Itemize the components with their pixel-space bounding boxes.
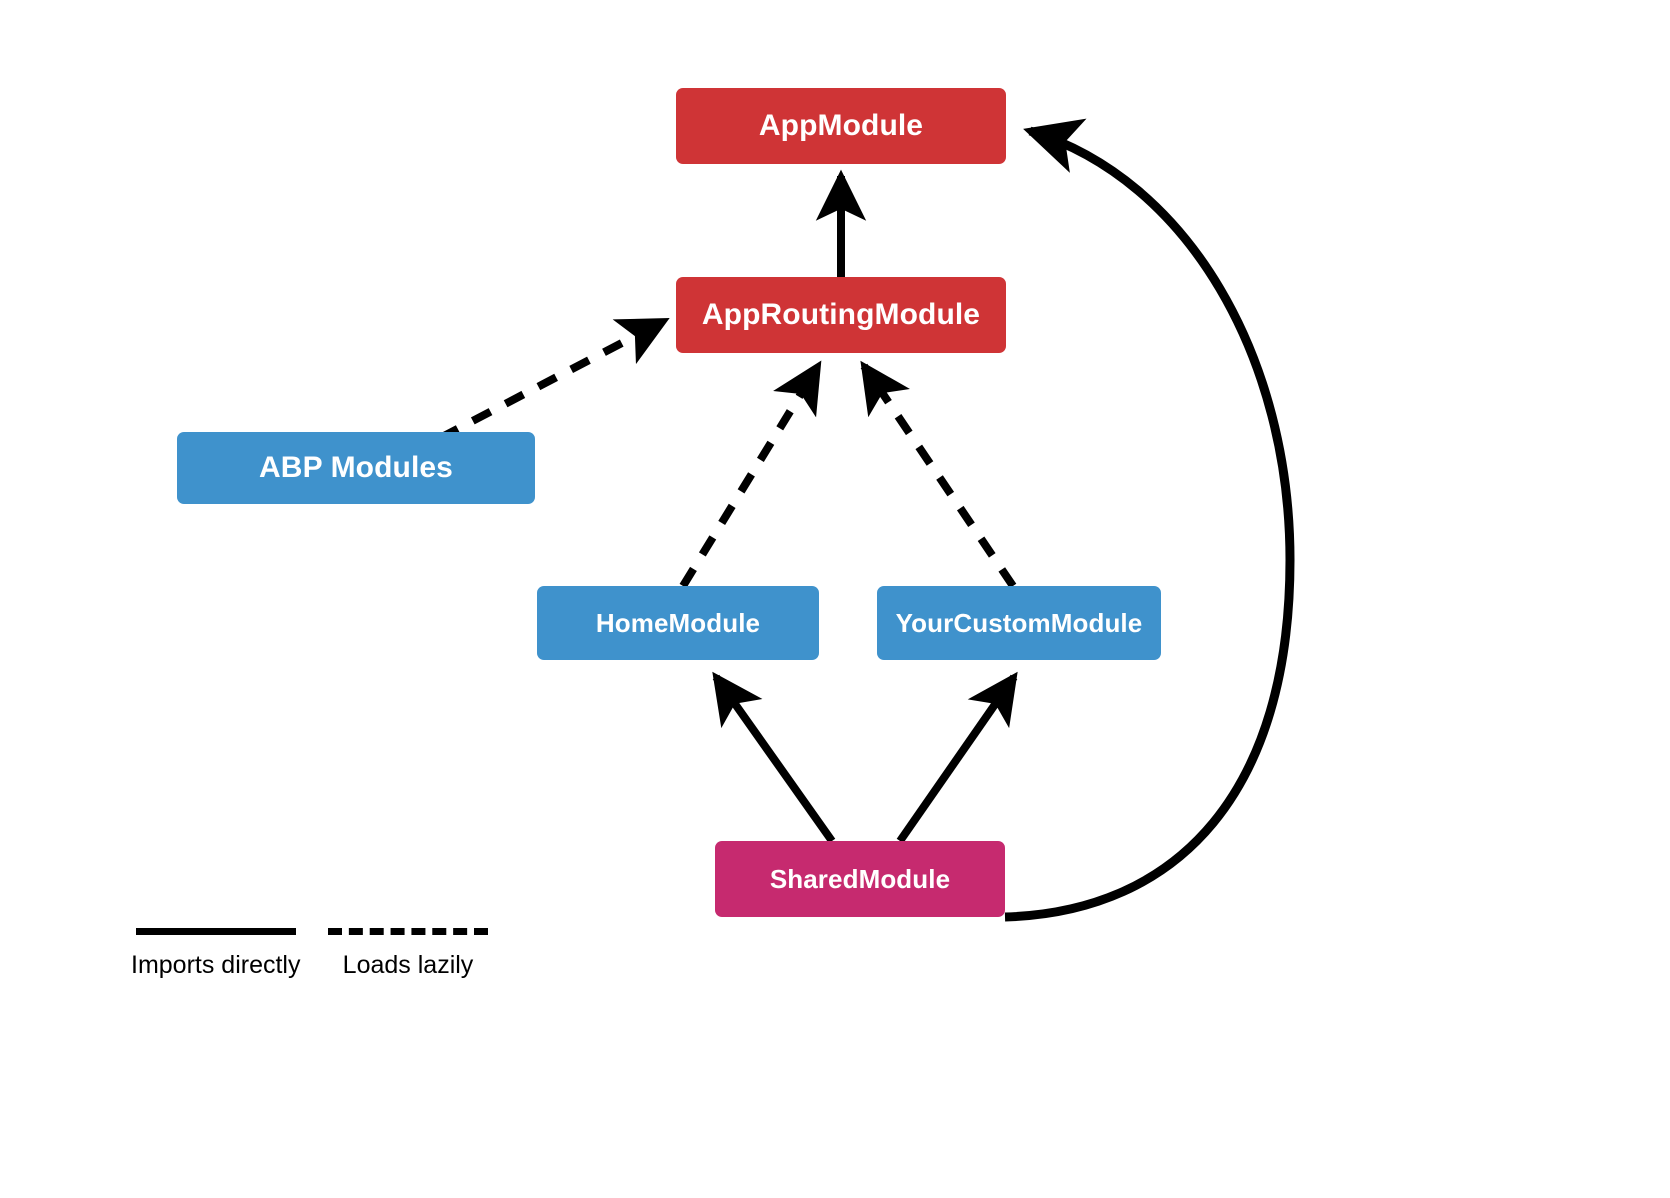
node-abp-modules[interactable]: ABP Modules [177, 432, 535, 504]
node-home-module[interactable]: HomeModule [537, 586, 819, 660]
node-app-routing-module[interactable]: AppRoutingModule [676, 277, 1006, 353]
node-shared-module[interactable]: SharedModule [715, 841, 1005, 917]
solid-line-swatch-icon [135, 928, 296, 935]
node-app-module[interactable]: AppModule [676, 88, 1006, 164]
legend-item-imports-directly: Imports directly [131, 928, 300, 980]
legend-label-loads-lazily: Loads lazily [342, 951, 474, 979]
legend-item-loads-lazily: Loads lazily [328, 928, 488, 980]
legend-label-imports-directly: Imports directly [131, 951, 301, 979]
node-your-custom-module[interactable]: YourCustomModule [877, 586, 1161, 660]
dashed-line-swatch-icon [328, 928, 488, 935]
